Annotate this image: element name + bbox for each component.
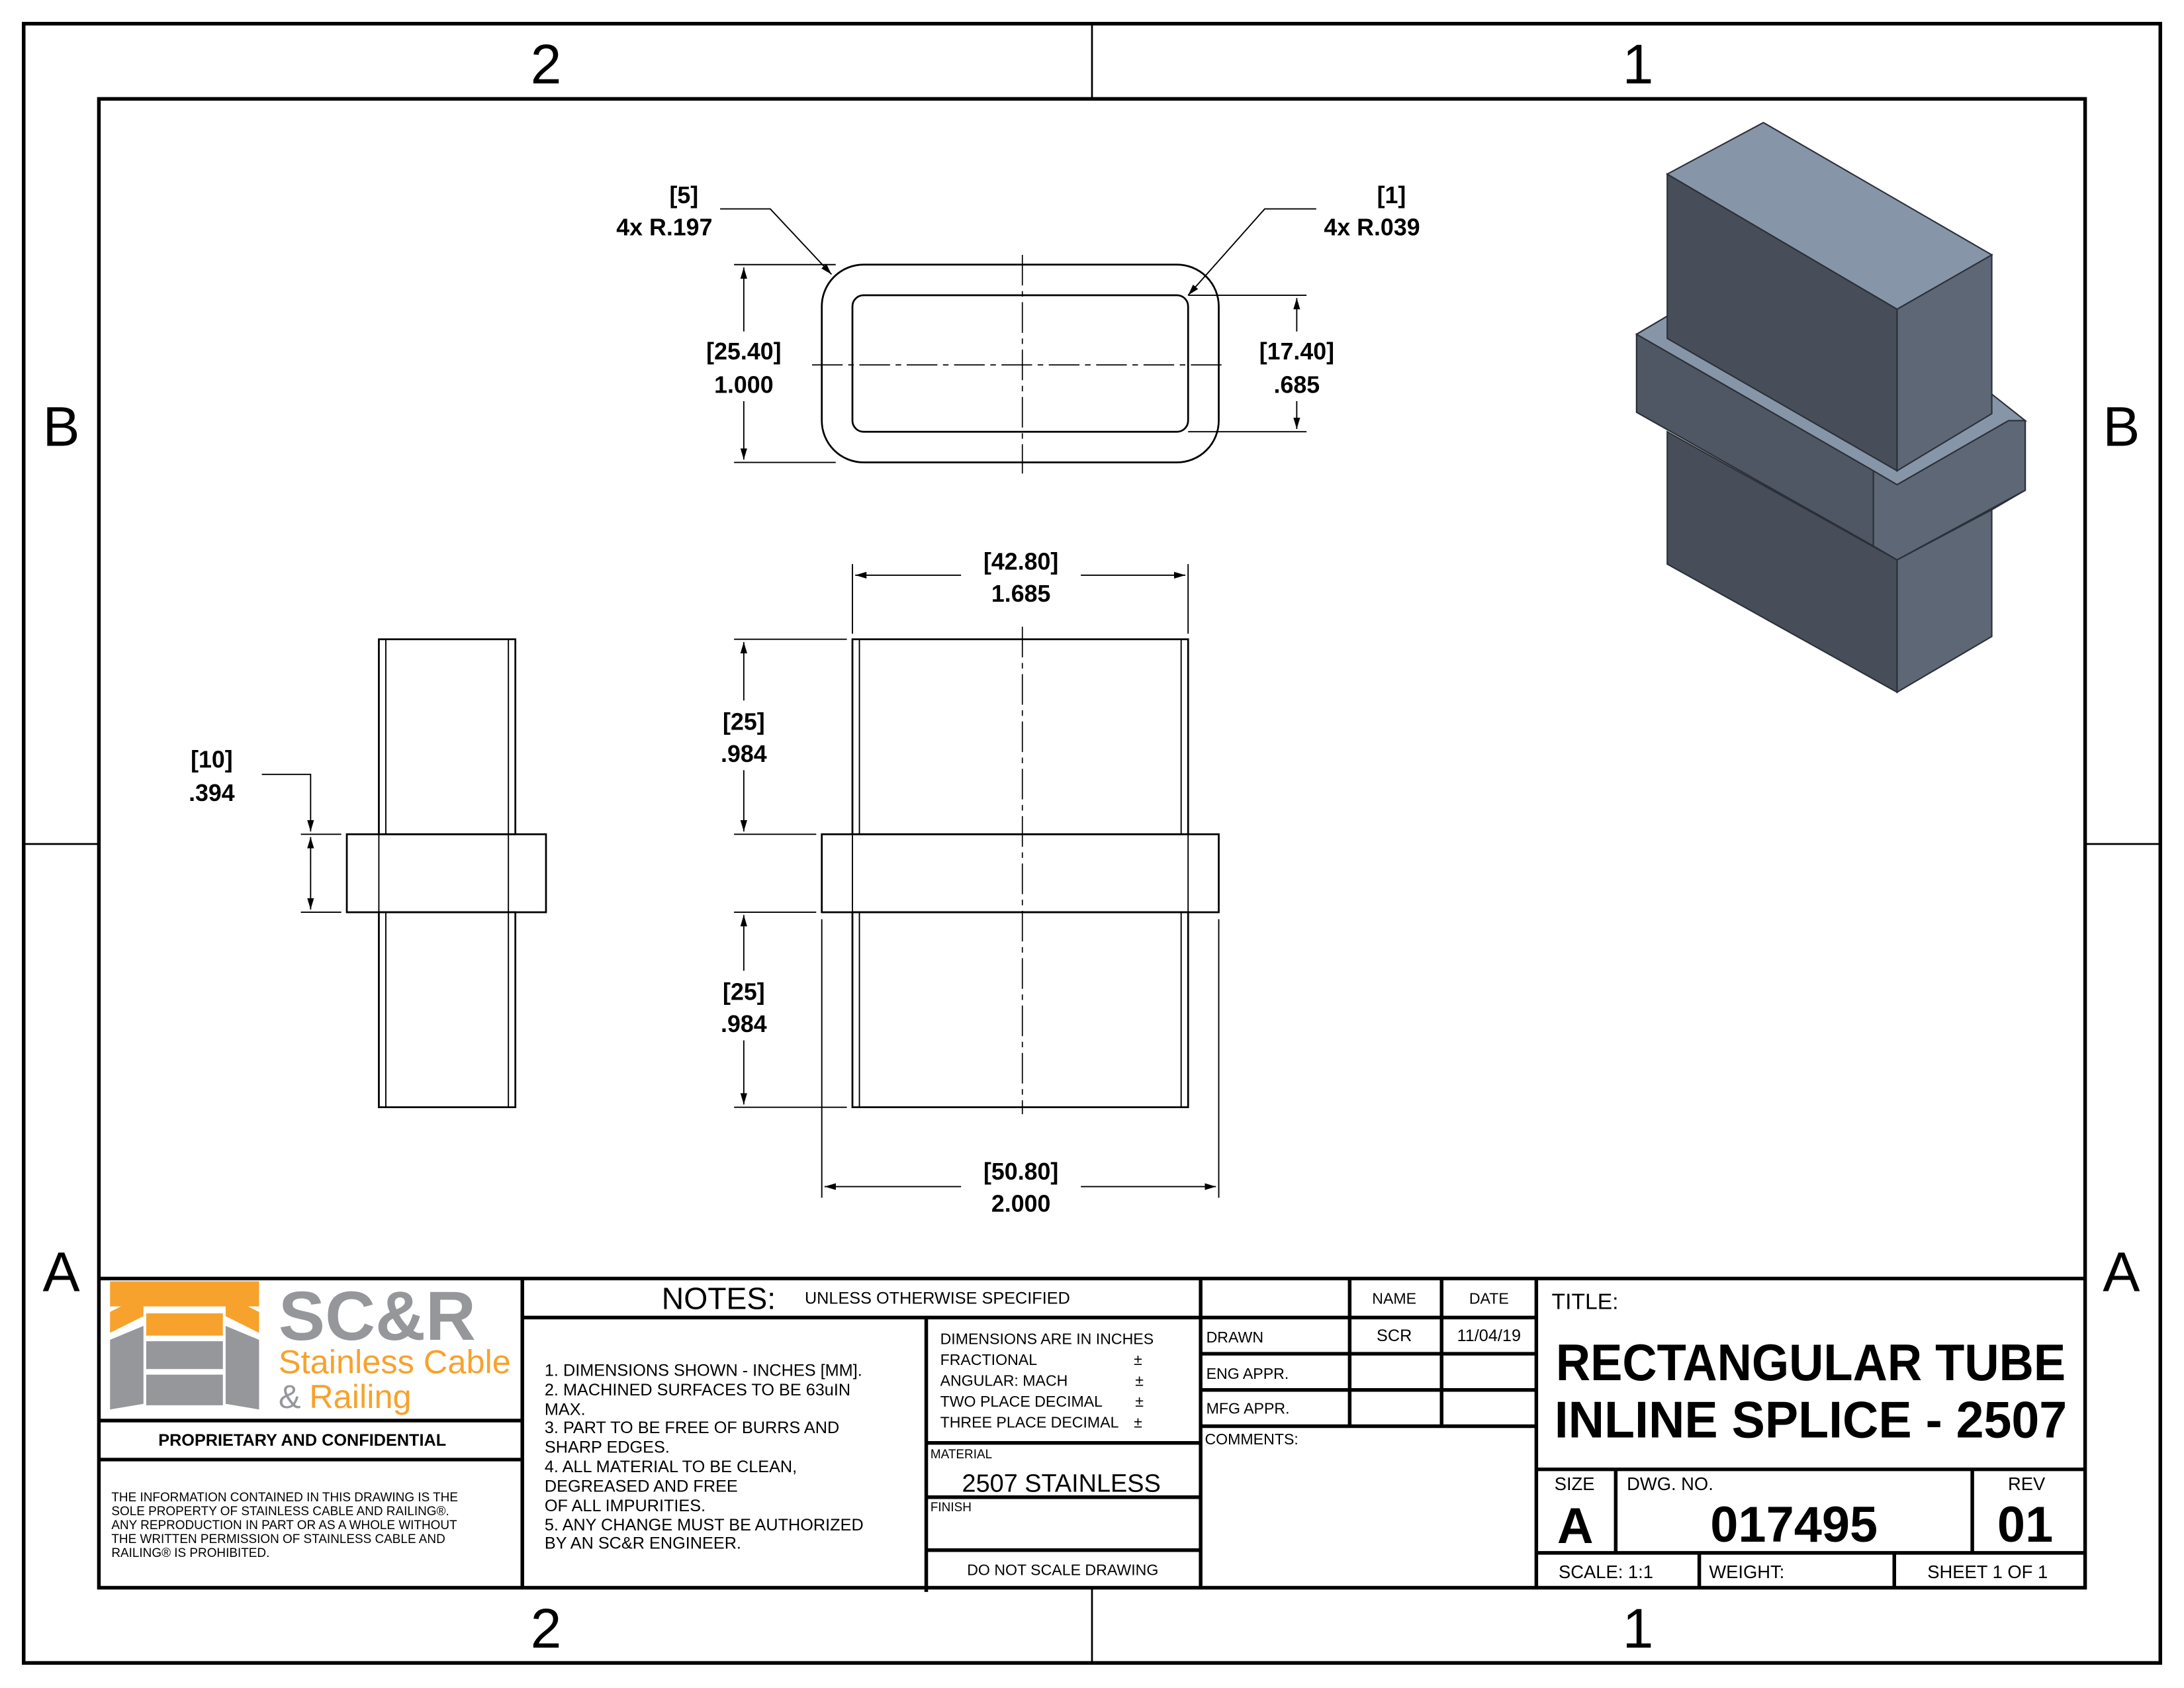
notes-title: NOTES:: [662, 1282, 776, 1316]
dim-inner-radius-mm: [1]: [1377, 182, 1406, 209]
tolerance-label: THREE PLACE DECIMAL: [940, 1414, 1119, 1431]
logo-line2: Railing: [309, 1378, 411, 1415]
company-logo: SC&R Stainless Cable & Railing: [110, 1278, 511, 1415]
sheet-number: SHEET 1 OF 1: [1927, 1562, 2048, 1582]
logo-amp: &: [279, 1378, 301, 1415]
dim-overall-width-in: 2.000: [991, 1190, 1051, 1217]
size-value: A: [1557, 1498, 1594, 1554]
title-area: TITLE: RECTANGULAR TUBE INLINE SPLICE - …: [1552, 1290, 2068, 1582]
approvals-header-name: NAME: [1372, 1289, 1416, 1307]
sheet-border: [22, 22, 2162, 1665]
title-label: TITLE:: [1552, 1290, 1619, 1315]
weight-label: WEIGHT:: [1709, 1562, 1784, 1582]
zone-labels: 2 1 2 1 B A B A: [43, 33, 2140, 1660]
zone-label-bottom-1: 1: [1623, 1597, 1654, 1660]
dim-outer-height-in: 1.000: [714, 371, 774, 398]
zone-label-top-1: 1: [1623, 33, 1654, 95]
dim-overall-width-mm: [50.80]: [983, 1158, 1058, 1185]
note-line: 2. MACHINED SURFACES TO BE 63uIN: [545, 1381, 850, 1399]
tolerances: DIMENSIONS ARE IN INCHES FRACTIONAL ± AN…: [940, 1330, 1154, 1430]
approval-label: DRAWN: [1206, 1329, 1264, 1346]
note-line: 5. ANY CHANGE MUST BE AUTHORIZED: [545, 1516, 864, 1534]
tolerance-symbol: ±: [1134, 1351, 1142, 1368]
dim-tube-width-mm: [42.80]: [983, 549, 1058, 575]
material-value: 2507 STAINLESS: [962, 1470, 1161, 1497]
dwg-no-label: DWG. NO.: [1627, 1474, 1713, 1494]
logo-line1: Stainless Cable: [279, 1343, 511, 1381]
drawing-title-line2: INLINE SPLICE - 2507: [1555, 1391, 2067, 1448]
approvals-header-date: DATE: [1469, 1289, 1509, 1307]
note-line: MAX.: [545, 1401, 586, 1419]
dim-collar-width-in: .394: [189, 780, 235, 806]
dim-outer-radius-mm: [5]: [669, 182, 698, 209]
dim-inner-height-mm: [17.40]: [1259, 338, 1334, 365]
approval-label: ENG APPR.: [1206, 1365, 1289, 1382]
drawing-title-line1: RECTANGULAR TUBE: [1556, 1335, 2066, 1391]
proprietary-line: SOLE PROPERTY OF STAINLESS CABLE AND RAI…: [111, 1505, 449, 1519]
title-block-grid: [99, 1276, 2085, 1592]
rev-label: REV: [2008, 1474, 2046, 1494]
tolerance-symbol: ±: [1135, 1372, 1144, 1389]
note-line: DEGREASED AND FREE: [545, 1477, 738, 1495]
approval-label: MFG APPR.: [1206, 1400, 1290, 1417]
material-label: MATERIAL: [931, 1448, 992, 1462]
note-line: BY AN SC&R ENGINEER.: [545, 1534, 741, 1553]
tolerance-heading: DIMENSIONS ARE IN INCHES: [940, 1330, 1154, 1347]
rev-value: 01: [1997, 1497, 2053, 1553]
zone-label-left-a: A: [43, 1241, 80, 1303]
side-view: [10] .394: [189, 638, 547, 1109]
proprietary-line: THE INFORMATION CONTAINED IN THIS DRAWIN…: [111, 1491, 458, 1505]
dim-upper-length-in: .984: [721, 741, 767, 767]
comments-label: COMMENTS:: [1205, 1430, 1298, 1448]
proprietary-text: THE INFORMATION CONTAINED IN THIS DRAWIN…: [111, 1491, 458, 1560]
note-line: 3. PART TO BE FREE OF BURRS AND: [545, 1419, 839, 1437]
approvals-table: NAME DATE DRAWN SCR 11/04/19 ENG APPR. M…: [1205, 1289, 1521, 1447]
note-line: SHARP EDGES.: [545, 1438, 670, 1456]
zone-label-left-b: B: [43, 395, 80, 457]
dim-upper-length-mm: [25]: [723, 708, 765, 735]
dim-inner-radius-in: 4x R.039: [1324, 214, 1420, 241]
proprietary-heading: PROPRIETARY AND CONFIDENTIAL: [158, 1431, 446, 1450]
finish-label: FINISH: [931, 1501, 972, 1515]
note-line: 4. ALL MATERIAL TO BE CLEAN,: [545, 1458, 797, 1476]
scale-value: SCALE: 1:1: [1559, 1562, 1653, 1582]
isometric-view: [1635, 121, 2028, 694]
dim-outer-radius-in: 4x R.197: [616, 214, 712, 241]
approval-date: 11/04/19: [1457, 1327, 1521, 1345]
dim-tube-width-in: 1.685: [991, 581, 1051, 607]
dim-inner-height-in: .685: [1274, 371, 1320, 398]
dim-lower-length-mm: [25]: [723, 979, 765, 1006]
dim-outer-height-mm: [25.40]: [706, 338, 781, 365]
size-label: SIZE: [1555, 1474, 1595, 1494]
zone-label-top-2: 2: [531, 33, 562, 95]
front-view: [42.80] 1.685 [25] .984 [25] .984 [50.80…: [721, 549, 1220, 1217]
approval-name: SCR: [1377, 1327, 1412, 1345]
logo-mark: SC&R: [279, 1278, 476, 1355]
dim-lower-length-in: .984: [721, 1011, 767, 1037]
proprietary-line: RAILING® IS PROHIBITED.: [111, 1546, 269, 1560]
notes-list: 1. DIMENSIONS SHOWN - INCHES [MM]. 2. MA…: [545, 1362, 864, 1553]
tolerance-label: FRACTIONAL: [940, 1351, 1038, 1368]
notes-subtitle: UNLESS OTHERWISE SPECIFIED: [805, 1289, 1070, 1307]
dwg-no-value: 017495: [1710, 1497, 1878, 1553]
tolerance-label: ANGULAR: MACH: [940, 1372, 1068, 1389]
zone-label-bottom-2: 2: [531, 1597, 562, 1660]
proprietary-line: THE WRITTEN PERMISSION OF STAINLESS CABL…: [111, 1532, 445, 1546]
zone-label-right-b: B: [2103, 395, 2140, 457]
dim-collar-width-mm: [10]: [191, 746, 233, 773]
zone-label-right-a: A: [2103, 1241, 2140, 1303]
do-not-scale-note: DO NOT SCALE DRAWING: [967, 1562, 1158, 1579]
tolerance-symbol: ±: [1134, 1414, 1142, 1431]
tolerance-label: TWO PLACE DECIMAL: [940, 1393, 1103, 1410]
top-view: [25.40] 1.000 [17.40] .685 [5] 4x R.197 …: [616, 182, 1420, 474]
proprietary-line: ANY REPRODUCTION IN PART OR AS A WHOLE W…: [111, 1519, 457, 1532]
note-line: OF ALL IMPURITIES.: [545, 1497, 705, 1515]
note-line: 1. DIMENSIONS SHOWN - INCHES [MM].: [545, 1362, 862, 1380]
tolerance-symbol: ±: [1135, 1393, 1144, 1410]
